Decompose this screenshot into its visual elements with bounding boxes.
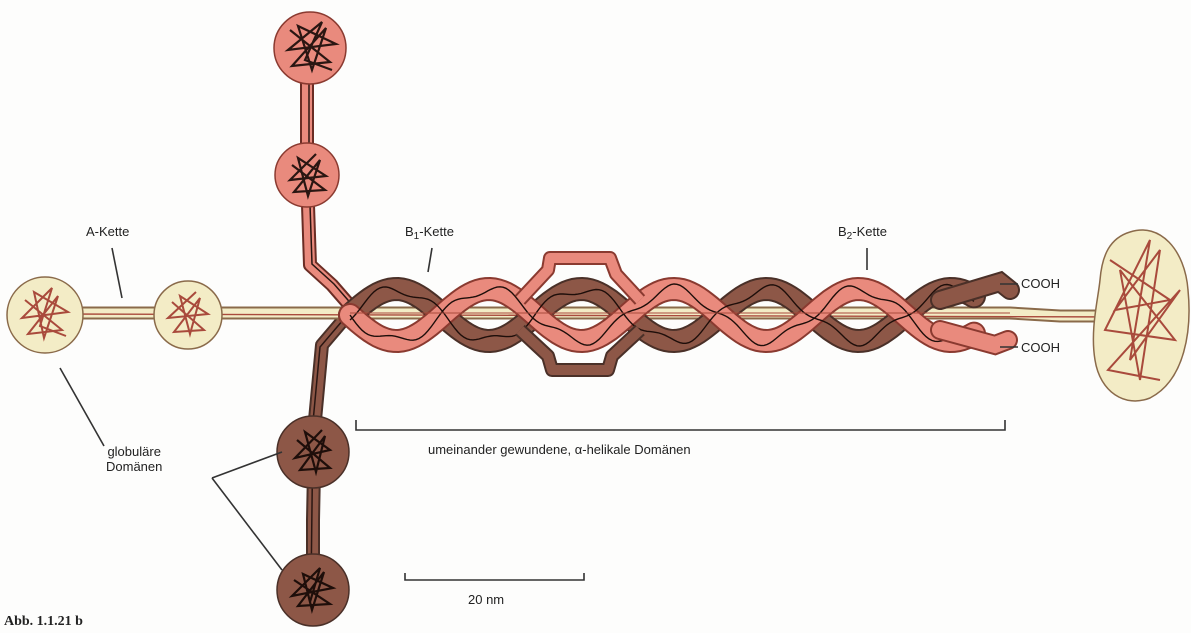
globular-domains-line1: globuläre — [106, 444, 162, 459]
b2-chain-label: B2-Kette — [838, 224, 887, 242]
scale-bar-label: 20 nm — [468, 592, 504, 607]
helical-domains-label: umeinander gewundene, α-helikale Domänen — [428, 442, 691, 457]
b1-chain-label: B1-Kette — [405, 224, 454, 242]
b1-chain-label-suffix: -Kette — [419, 224, 454, 239]
figure-caption: Abb. 1.1.21 b — [4, 614, 83, 630]
a-chain-label: A-Kette — [86, 224, 129, 239]
cooh-bottom-label: COOH — [1021, 340, 1060, 355]
b1-chain-leader — [428, 248, 432, 272]
globular-leader-b — [212, 452, 282, 478]
a-chain-leader — [112, 248, 122, 298]
b2-chain-arm — [277, 318, 349, 626]
helical-domain-bracket — [356, 420, 1005, 430]
globular-domains-label: globuläre Domänen — [106, 444, 162, 474]
globular-leader-a — [60, 368, 104, 446]
cooh-top-label: COOH — [1021, 276, 1060, 291]
b1-chain-arm — [274, 12, 354, 308]
scale-bar-20nm — [405, 573, 584, 580]
b2-chain-label-prefix: B — [838, 224, 847, 239]
b2-chain-label-suffix: -Kette — [852, 224, 887, 239]
globular-domains-line2: Domänen — [106, 459, 162, 474]
globular-leader-c — [212, 478, 282, 570]
b1-chain-label-prefix: B — [405, 224, 414, 239]
